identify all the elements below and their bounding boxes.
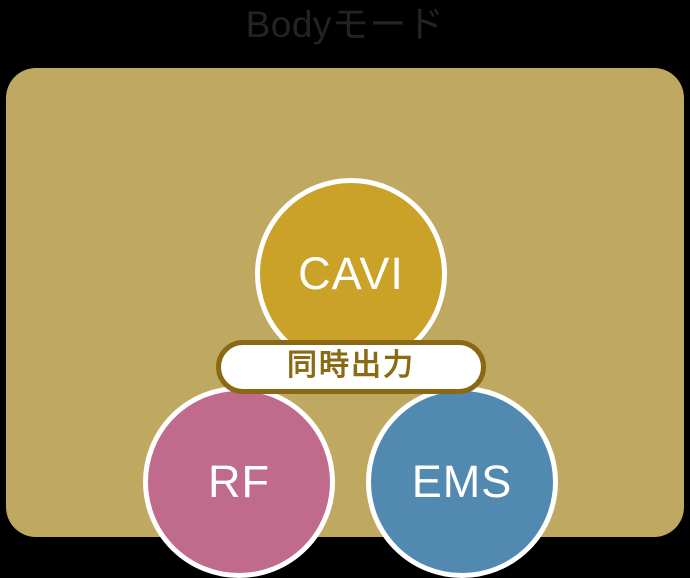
mode-circle-ems: EMS — [366, 386, 558, 578]
mode-circle-rf: RF — [143, 386, 335, 578]
mode-panel: CAVI RF EMS 同時出力 — [6, 68, 684, 578]
mode-label-rf: RF — [208, 455, 270, 507]
simultaneous-output-label: 同時出力 — [287, 349, 415, 382]
page-title: Bodyモード — [245, 4, 445, 45]
mode-label-ems: EMS — [411, 455, 513, 507]
diagram-root: Bodyモード CAVI RF EMS 同時出力 — [6, 4, 684, 578]
simultaneous-output-badge: 同時出力 — [216, 340, 486, 394]
mode-circle-cavi: CAVI — [255, 178, 447, 370]
mode-label-cavi: CAVI — [298, 247, 404, 299]
